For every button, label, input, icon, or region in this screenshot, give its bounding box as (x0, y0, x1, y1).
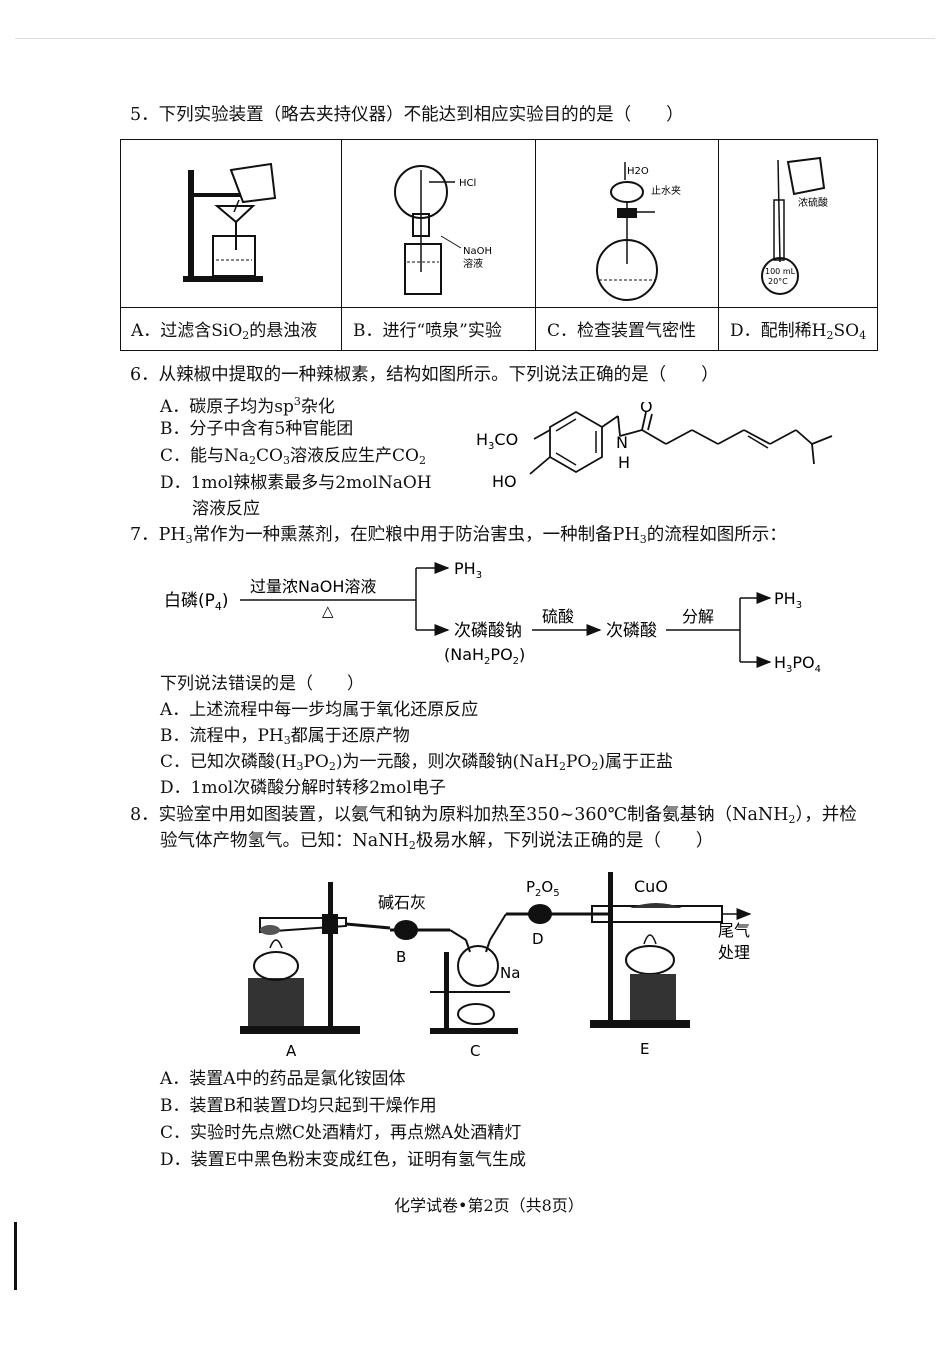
q8-stem-line2: 验气体产物氢气。已知：NaNH2极易水解，下列说法正确的是（ ） (160, 831, 714, 852)
q8-option-d: D．装置E中黑色粉末变成红色，证明有氢气生成 (160, 1150, 527, 1170)
q7-ask: 下列说法错误的是（ ） (160, 674, 364, 694)
cuo-label: CuO (634, 877, 668, 896)
capsaicin-structure-diagram: H3CO HO N H O (476, 402, 833, 491)
fountain-experiment-diagram: HCl NaOH 溶液 (394, 165, 492, 295)
water-label: H2O (627, 166, 649, 177)
q7-option-b: B．流程中，PH3都属于还原产物 (160, 726, 410, 747)
tail-gas-label-2: 处理 (718, 943, 750, 962)
q6-option-d-line1: D．1mol辣椒素最多与2molNaOH (160, 473, 432, 493)
scan-margin-mark (14, 1222, 17, 1290)
q8-stem-line1: 8．实验室中用如图装置，以氨气和钠为原料加热至350~360℃制备氨基钠（NaN… (130, 805, 857, 826)
naoh-label: NaOH (463, 246, 492, 257)
soda-lime-label: 碱石灰 (378, 893, 426, 912)
q6-option-c: C．能与Na2CO3溶液反应生产CO2 (160, 446, 426, 467)
amide-h-label: H (618, 453, 630, 472)
apparatus-a-label: A (286, 1042, 297, 1060)
sulfuric-acid-label: 硫酸 (542, 607, 574, 626)
q6-option-b: B．分子中含有5种官能团 (160, 419, 354, 439)
q6-option-d-line2: 溶液反应 (192, 499, 260, 519)
q5-cell-divider (718, 140, 719, 350)
q5-option-c: C．检查装置气密性 (547, 321, 697, 341)
sodium-label: Na (500, 964, 520, 982)
hypophosphorous-acid-label: 次磷酸 (606, 621, 657, 641)
hydroxyl-label: HO (492, 472, 517, 491)
ph3-preparation-flowchart: 白磷(P4) 过量浓NaOH溶液 △ PH3 次磷酸钠 (NaH2PO2) 硫酸… (164, 559, 821, 675)
volumetric-flask-diagram: 浓硫酸 100 mL 20°C (761, 156, 828, 295)
q5-row-divider (121, 307, 877, 308)
sodium-hypophosphite-label: 次磷酸钠 (454, 621, 522, 641)
naoh-solution-label: 溶液 (463, 257, 483, 270)
q5-option-b: B．进行“喷泉”实验 (353, 321, 502, 341)
q6-stem: 6．从辣椒中提取的一种辣椒素，结构如图所示。下列说法正确的是（ ） (130, 365, 719, 385)
flask-volume-label: 100 mL (765, 267, 796, 276)
tail-gas-label-1: 尾气 (718, 921, 750, 940)
q5-option-a: A．过滤含SiO2的悬浊液 (131, 321, 318, 342)
q8-option-a: A．装置A中的药品是氯化铵固体 (160, 1069, 406, 1089)
sodium-hypophosphite-formula: (NaH2PO2) (444, 645, 525, 667)
q5-apparatus-table: A．过滤含SiO2的悬浊液 HCl NaOH 溶液 B．进行“喷泉”实验 H2O… (120, 139, 878, 351)
apparatus-b-label: B (396, 948, 406, 966)
hcl-label: HCl (459, 178, 476, 189)
scan-edge-line (15, 38, 935, 39)
methoxy-label: H3CO (476, 430, 518, 452)
decompose-label: 分解 (682, 607, 714, 626)
q5-cell-divider (535, 140, 536, 350)
heat-label: △ (322, 602, 334, 620)
sodium-amide-apparatus-diagram: A 碱石灰 B Na C P2O5 D CuO 尾气 处理 E (240, 872, 752, 1060)
q7-option-a: A．上述流程中每一步均属于氧化还原反应 (160, 700, 479, 720)
q8-option-b: B．装置B和装置D均只起到干燥作用 (160, 1096, 437, 1116)
flask-temp-label: 20°C (768, 277, 788, 286)
nitrogen-label: N (616, 433, 628, 452)
q6-option-a: A．碳原子均为sp3杂化 (160, 395, 335, 417)
apparatus-d-label: D (532, 930, 544, 948)
q5-option-d: D．配制稀H2SO4 (730, 321, 867, 342)
q7-option-d: D．1mol次磷酸分解时转移2mol电子 (160, 778, 446, 798)
q5-stem: 5．下列实验装置（略去夹持仪器）不能达到相应实验目的的是（ ） (130, 105, 684, 125)
page-footer: 化学试卷•第2页（共8页） (394, 1196, 584, 1215)
naoh-reagent-label: 过量浓NaOH溶液 (250, 577, 376, 596)
ph3-top-label: PH3 (454, 559, 482, 581)
h3po4-label: H3PO4 (774, 653, 821, 675)
q5-cell-divider (341, 140, 342, 350)
q7-stem: 7．PH3常作为一种熏蒸剂，在贮粮中用于防治害虫，一种制备PH3的流程如图所示： (130, 525, 787, 546)
clamp-label: 止水夹 (651, 184, 681, 197)
apparatus-e-label: E (640, 1040, 649, 1058)
q7-option-c: C．已知次磷酸(H3PO2)为一元酸，则次磷酸钠(NaH2PO2)属于正盐 (160, 752, 673, 773)
ph3-right-label: PH3 (774, 589, 802, 611)
conc-acid-label: 浓硫酸 (798, 196, 828, 209)
carbonyl-o-label: O (640, 402, 653, 416)
p2o5-label: P2O5 (526, 878, 560, 899)
filtration-apparatus-diagram (183, 162, 277, 282)
white-phosphorus-label: 白磷(P4) (164, 591, 229, 613)
airtightness-check-diagram: H2O 止水夹 (596, 162, 681, 301)
apparatus-c-label: C (470, 1042, 480, 1060)
q8-option-c: C．实验时先点燃C处酒精灯，再点燃A处酒精灯 (160, 1123, 522, 1143)
